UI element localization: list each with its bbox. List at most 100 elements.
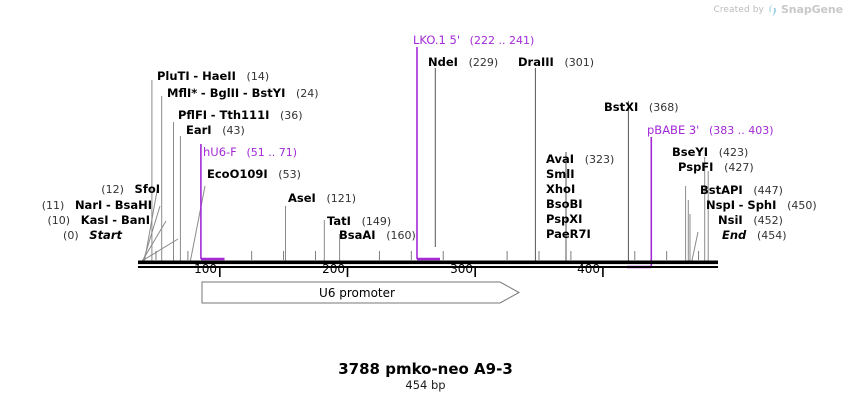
enzyme-position: (24) xyxy=(296,87,319,100)
ruler-tick-400: 400 xyxy=(577,262,600,276)
label-site-bsaai[interactable]: BsaAI (160) xyxy=(339,228,416,243)
label-site-bstapi[interactable]: BstAPI (447) xyxy=(700,183,783,198)
enzyme-name: BsoBI xyxy=(546,197,583,211)
terminus-position: (454) xyxy=(756,229,787,242)
feature-label-u6-promoter: U6 promoter xyxy=(319,286,395,300)
primer-range: (383 .. 403) xyxy=(709,124,774,137)
ruler-tick-300: 300 xyxy=(450,262,473,276)
label-primer-pbabe-3prime[interactable]: pBABE 3' (383 .. 403) xyxy=(647,123,774,138)
enzyme-name: PspXI xyxy=(546,212,583,226)
label-site-nsii[interactable]: NsiI (452) xyxy=(718,213,783,228)
enzyme-name: BstXI xyxy=(604,100,639,114)
label-site-pflfi[interactable]: PflFI - Tth111I (36) xyxy=(178,108,303,123)
page-title: 3788 pmko-neo A9-3 xyxy=(338,360,513,378)
enzyme-name-2: BanI xyxy=(121,213,150,227)
label-site-sfoi[interactable]: (12) SfoI xyxy=(0,182,160,197)
enzyme-name-2: HaeII xyxy=(202,69,236,83)
enzyme-position: (323) xyxy=(584,153,615,166)
enzyme-name-2: BglII xyxy=(209,86,240,100)
enzyme-name: NdeI xyxy=(428,55,458,69)
enzyme-name: NarI xyxy=(74,198,103,212)
enzyme-name-2: SphI xyxy=(747,198,777,212)
enzyme-position: (427) xyxy=(724,161,754,174)
ruler-tick-100: 100 xyxy=(194,262,217,276)
enzyme-name-2: Tth111I xyxy=(219,108,270,122)
enzyme-position: (160) xyxy=(386,229,416,242)
enzyme-position: (301) xyxy=(564,56,595,69)
enzyme-position: (450) xyxy=(787,199,817,212)
watermark-prefix: Created by xyxy=(713,4,764,15)
enzyme-name: TatI xyxy=(327,214,351,228)
enzyme-position: (53) xyxy=(278,168,301,181)
label-site-nspi[interactable]: NspI - SphI (450) xyxy=(706,198,817,213)
label-site-mfli[interactable]: MflI* - BglII - BstYI (24) xyxy=(167,86,319,101)
label-site-nari[interactable]: (11) NarI - BsaHI xyxy=(41,198,152,213)
leader-lines-ndei-draiii xyxy=(434,68,536,262)
enzyme-name: EcoO109I xyxy=(207,167,268,181)
label-site-ecoo109i[interactable]: EcoO109I (53) xyxy=(207,167,301,182)
feature-u6-promoter-arrow[interactable] xyxy=(201,281,521,304)
leader-lines-right xyxy=(685,157,709,263)
enzyme-position: (11) xyxy=(41,199,65,212)
label-primer-lko1-5prime[interactable]: LKO.1 5' (222 .. 241) xyxy=(413,33,534,48)
terminus-name: Start xyxy=(89,228,122,242)
label-site-bstxi[interactable]: BstXI (368) xyxy=(604,100,679,115)
enzyme-name: NspI xyxy=(706,198,735,212)
label-primer-hu6-f[interactable]: hU6-F (51 .. 71) xyxy=(203,146,298,160)
label-site-bsobi[interactable]: BsoBI xyxy=(546,198,583,211)
enzyme-name-2: BsaHI xyxy=(114,198,152,212)
enzyme-position: (423) xyxy=(718,146,749,159)
enzyme-name: MflI* xyxy=(167,86,198,100)
enzyme-name: XhoI xyxy=(546,182,576,196)
label-site-end[interactable]: End (454) xyxy=(722,228,787,243)
primer-name: pBABE 3' xyxy=(647,123,700,137)
enzyme-name: PspFI xyxy=(678,160,714,174)
terminus-position: (0) xyxy=(63,229,79,242)
label-site-asei[interactable]: AseI (121) xyxy=(288,191,356,206)
sequence-length: 454 bp xyxy=(405,378,446,392)
leader-lines-left xyxy=(139,80,181,263)
label-site-pspfi[interactable]: PspFI (427) xyxy=(678,160,754,175)
enzyme-name: BsaAI xyxy=(339,228,376,242)
label-site-psppxi[interactable]: PspXI xyxy=(546,213,582,226)
label-site-pluti[interactable]: PluTI - HaeII (14) xyxy=(157,69,270,84)
enzyme-position: (12) xyxy=(101,183,124,196)
label-site-start[interactable]: (0) Start xyxy=(0,228,122,243)
enzyme-position: (36) xyxy=(280,109,303,122)
enzyme-position: (14) xyxy=(246,70,270,83)
primer-pbabe-3prime xyxy=(627,137,653,269)
enzyme-name: BstAPI xyxy=(700,183,743,197)
enzyme-name: AseI xyxy=(288,191,316,205)
label-site-paer7i[interactable]: PaeR7I xyxy=(546,228,591,241)
leader-line-ecoo109i xyxy=(189,185,206,263)
terminus-name: End xyxy=(722,228,747,242)
enzyme-name-3: BstYI xyxy=(251,86,286,100)
enzyme-name: KasI xyxy=(80,213,109,227)
enzyme-name: BseYI xyxy=(672,145,709,159)
ruler-tick-200: 200 xyxy=(322,262,345,276)
label-site-eari[interactable]: EarI (43) xyxy=(186,123,245,138)
enzyme-position: (10) xyxy=(47,214,71,227)
label-site-bseyi[interactable]: BseYI (423) xyxy=(672,145,749,160)
label-site-ndei[interactable]: NdeI (229) xyxy=(428,55,499,70)
enzyme-name: SfoI xyxy=(134,182,160,196)
label-site-avai[interactable]: AvaI (323) xyxy=(546,152,615,167)
snapgene-watermark: Created by SnapGene xyxy=(713,3,843,16)
enzyme-name: PaeR7I xyxy=(546,227,591,241)
label-site-smli[interactable]: SmlI xyxy=(546,168,575,181)
enzyme-name: EarI xyxy=(186,123,212,137)
enzyme-name: SmlI xyxy=(546,167,575,181)
enzyme-position: (229) xyxy=(468,56,499,69)
label-site-kasi[interactable]: (10) KasI - BanI xyxy=(47,213,150,228)
watermark-brand: SnapGene xyxy=(780,3,843,16)
enzyme-name: NsiI xyxy=(718,213,743,227)
label-site-tati[interactable]: TatI (149) xyxy=(327,214,391,229)
label-site-draiii[interactable]: DraIII (301) xyxy=(518,55,595,70)
primer-name: LKO.1 5' xyxy=(413,33,461,47)
enzyme-name: AvaI xyxy=(546,152,575,166)
label-site-xhoi[interactable]: XhoI xyxy=(546,183,575,196)
enzyme-name: DraIII xyxy=(518,55,554,69)
enzyme-position: (452) xyxy=(753,214,783,227)
primer-range: (51 .. 71) xyxy=(246,146,298,159)
